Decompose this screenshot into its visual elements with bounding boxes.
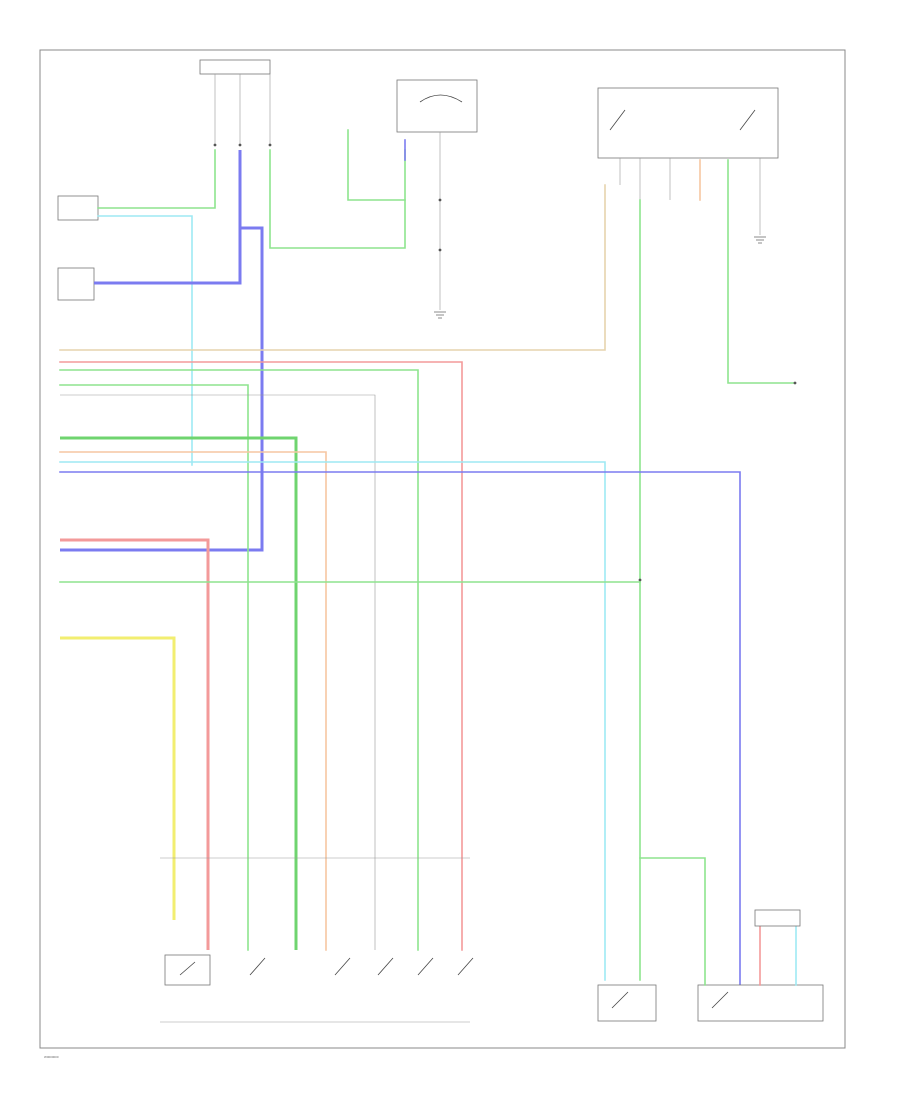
wire-blue-harness [94, 150, 242, 285]
sensor-block [754, 909, 801, 927]
diagram-frame [39, 49, 846, 1049]
bottom-switch-row [160, 857, 474, 1023]
footer-code: W0000000 [44, 1055, 59, 1059]
junction-block [199, 59, 271, 75]
wire-green-bus-3 [60, 436, 298, 950]
wire-orange-bus [59, 451, 327, 951]
connector-left-mid [57, 267, 95, 301]
wire-cyan-top-left [97, 215, 193, 466]
wire-green-junction [269, 149, 406, 249]
wire-tan-long [59, 184, 606, 351]
wire-blue-main [60, 226, 264, 552]
wire-red-bus-1 [59, 361, 463, 951]
bus-wires [59, 361, 741, 986]
relay-box-top-right [597, 87, 779, 159]
wire-green-module [639, 857, 706, 986]
wire-green-right [727, 159, 796, 384]
wire-green-bus-2 [59, 384, 249, 951]
top-left-cluster [57, 59, 478, 552]
bottom-right-modules [597, 857, 824, 1022]
switch-assembly [396, 79, 478, 133]
module-box-2 [697, 984, 824, 1022]
wire-green-bus-1 [59, 369, 419, 951]
top-right-cluster [59, 87, 797, 981]
wire-green-top-left [97, 149, 216, 209]
wire-cyan-bus [59, 461, 606, 981]
wire-green-switch [347, 129, 406, 201]
wire-yellow-bus [60, 636, 176, 920]
wire-red-bus-2 [60, 538, 210, 950]
connector-left-top [57, 195, 99, 221]
wire-blue-bus [59, 471, 741, 986]
wire-gray-bus [60, 394, 376, 950]
module-box-1 [597, 984, 657, 1022]
switch-box-1 [164, 954, 211, 986]
